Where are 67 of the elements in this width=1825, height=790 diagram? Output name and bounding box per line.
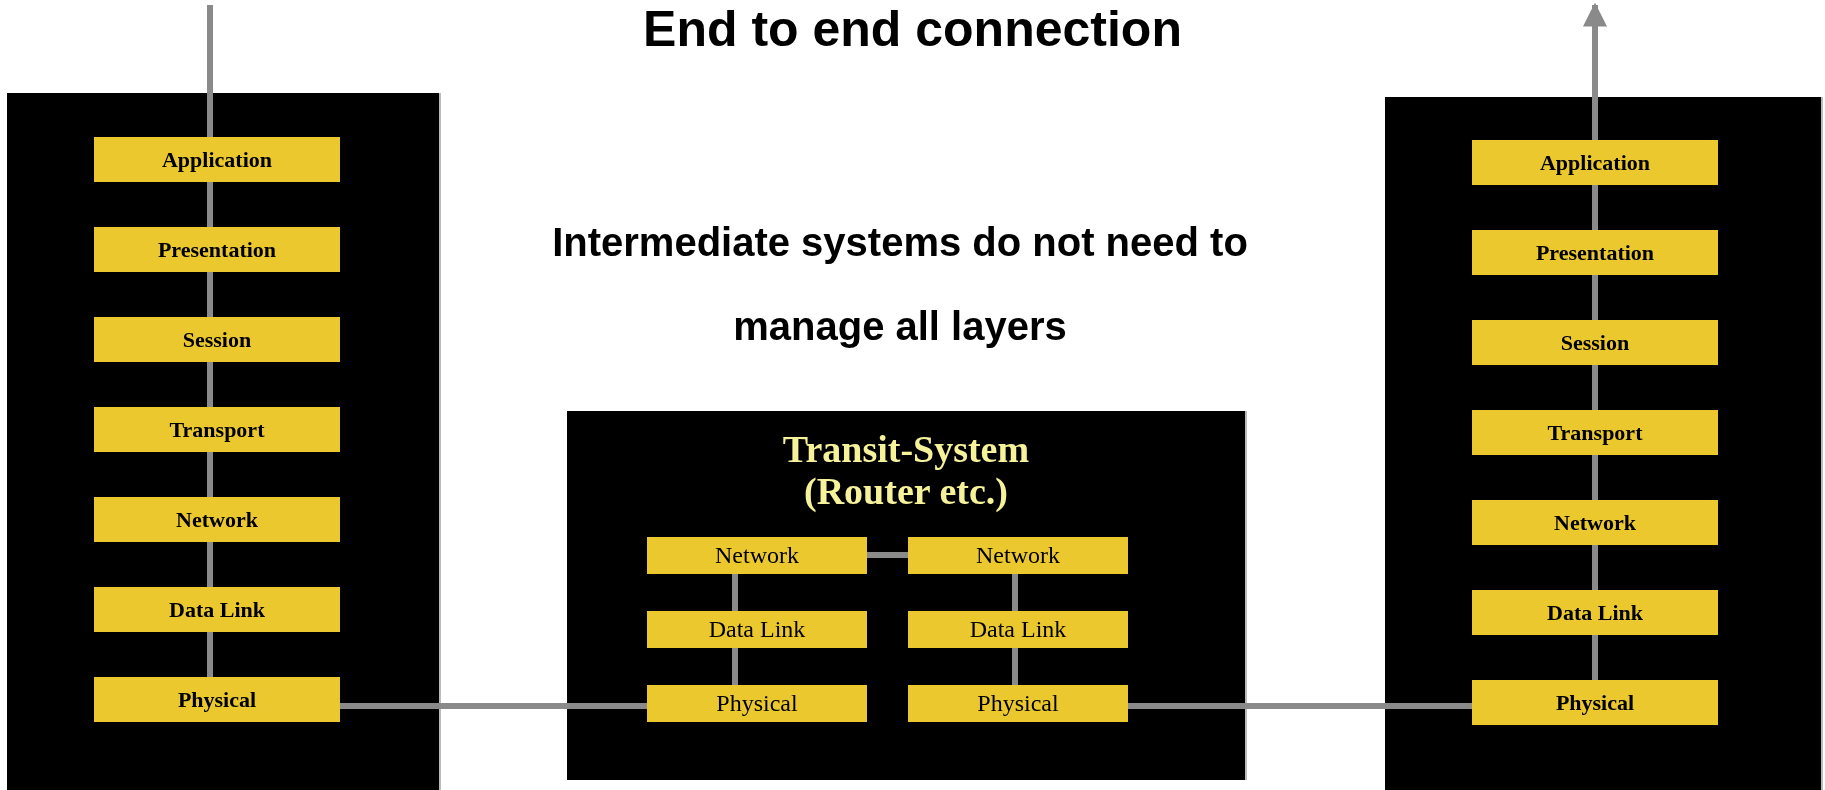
note-text: Intermediate systems do not need to manage all layers — [551, 219, 1249, 350]
layer-label: Session — [182, 326, 252, 353]
stack-panel — [7, 93, 441, 790]
connector-line — [732, 648, 738, 685]
layer-label: Transport — [169, 416, 265, 443]
layer-label: Session — [1560, 329, 1630, 356]
connector-line — [867, 552, 908, 558]
layer-label: Data Link — [969, 616, 1067, 643]
layer-box — [1472, 320, 1718, 365]
layer-box — [94, 587, 340, 632]
layer-box — [1472, 410, 1718, 455]
layer-box — [1472, 680, 1718, 725]
stack-panel — [1385, 97, 1823, 790]
layer-box — [908, 537, 1128, 574]
connector-line — [207, 182, 213, 227]
layer-box — [908, 611, 1128, 648]
connector-line — [1592, 545, 1598, 590]
layer-box — [647, 685, 867, 722]
connector-line — [1128, 703, 1472, 709]
layer-label: Data Link — [708, 616, 806, 643]
layer-label: Data Link — [1547, 599, 1643, 626]
connector-line — [207, 362, 213, 407]
layer-box — [94, 407, 340, 452]
layer-box — [94, 227, 340, 272]
layer-box — [1472, 230, 1718, 275]
layer-label: Physical — [977, 690, 1059, 717]
layer-box — [94, 317, 340, 362]
connector-line — [1012, 648, 1018, 685]
title: End to end connection — [642, 0, 1183, 58]
layer-label: Presentation — [157, 236, 277, 263]
connector-line — [207, 5, 213, 137]
connector-line — [1592, 635, 1598, 680]
layer-box — [94, 677, 340, 722]
layer-box — [94, 497, 340, 542]
connector-line — [207, 452, 213, 497]
connector-line — [1592, 455, 1598, 500]
connector-line — [732, 574, 738, 611]
layer-label: Network — [715, 542, 799, 569]
connector-line — [340, 703, 647, 709]
connector-line — [1592, 275, 1598, 320]
layer-label: Application — [162, 146, 272, 173]
layer-label: Physical — [177, 686, 257, 713]
arrow — [1583, 2, 1607, 140]
layer-label: Physical — [716, 690, 798, 717]
layer-box — [647, 537, 867, 574]
system-panel — [567, 411, 1247, 780]
layer-label: Network — [1554, 509, 1636, 536]
layer-label: Physical — [1555, 689, 1635, 716]
layer-label: Data Link — [169, 596, 265, 623]
layer-label: Network — [176, 506, 258, 533]
layer-box — [908, 685, 1128, 722]
connector-line — [207, 272, 213, 317]
connector-line — [1592, 365, 1598, 410]
layer-box — [1472, 590, 1718, 635]
layer-label: Presentation — [1535, 239, 1655, 266]
connector-line — [1592, 185, 1598, 230]
layer-label: Application — [1540, 149, 1650, 176]
layer-box — [94, 137, 340, 182]
layer-box — [1472, 500, 1718, 545]
connector-line — [1012, 574, 1018, 611]
connector-line — [207, 542, 213, 587]
system-title: Transit-System (Router etc.) — [781, 429, 1031, 513]
layer-box — [1472, 140, 1718, 185]
layer-box — [647, 611, 867, 648]
connector-line — [207, 632, 213, 677]
layer-label: Network — [976, 542, 1060, 569]
layer-label: Transport — [1547, 419, 1643, 446]
